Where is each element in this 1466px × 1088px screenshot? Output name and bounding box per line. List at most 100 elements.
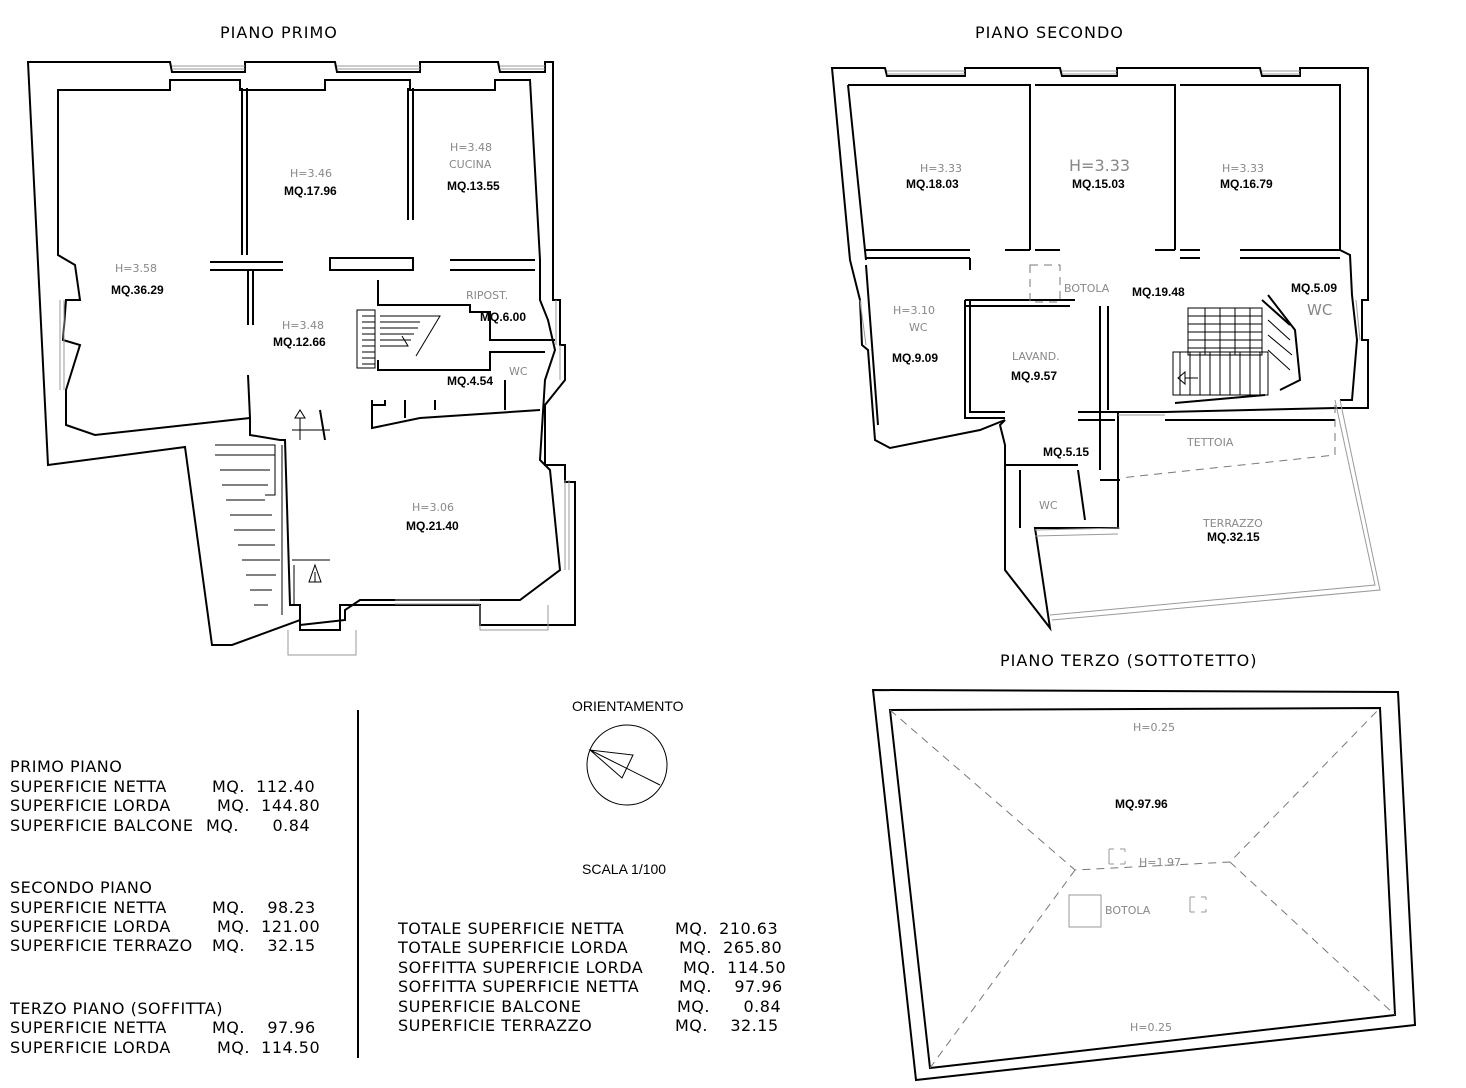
secondo-title: SECONDO PIANO [10, 878, 152, 897]
totals-table: TOTALE SUPERFICIE NETTA MQ. 210.63 TOTAL… [397, 919, 786, 1035]
terzo-title: TERZO PIANO (SOFFITTA) [9, 999, 223, 1018]
secondo-label: SUPERFICIE TERRAZO [10, 936, 193, 955]
second-floor-windows [859, 70, 1361, 416]
terzo-value: MQ. 97.96 [212, 1018, 316, 1037]
first-floor-plan: PIANO PRIMO H=3.58 MQ.36.29 H=3.46 MQ.17… [26, 23, 576, 656]
room-area: MQ.5.15 [1043, 445, 1089, 459]
second-floor-inner-wall [847, 84, 1359, 401]
room-area: MQ.21.40 [406, 519, 459, 533]
attic-ridge-height: H=1.97 [1139, 856, 1181, 869]
secondo-value: MQ. 32.15 [212, 936, 316, 955]
room-height: H=3.33 [1222, 162, 1264, 175]
attic-height-bottom: H=0.25 [1130, 1021, 1172, 1034]
room-name: CUCINA [449, 158, 492, 171]
primo-value: MQ. 112.40 [212, 777, 315, 796]
second-floor-title: PIANO SECONDO [975, 23, 1124, 42]
room-area: MQ.9.09 [892, 351, 938, 365]
room-area: MQ.16.79 [1220, 177, 1273, 191]
first-floor-room-labels: H=3.58 MQ.36.29 H=3.46 MQ.17.96 H=3.48 C… [111, 141, 528, 533]
room-height: H=3.58 [115, 262, 157, 275]
first-floor-windows [59, 65, 570, 656]
first-floor-arrow-up [294, 409, 306, 440]
room-height: H=3.06 [412, 501, 454, 514]
total-value: MQ. 32.15 [675, 1016, 779, 1035]
total-value: MQ. 265.80 [679, 938, 782, 957]
attic-roof-lines [889, 707, 1396, 1069]
room-name: WC [1039, 499, 1058, 512]
first-floor-title: PIANO PRIMO [220, 23, 338, 42]
room-area: MQ.17.96 [284, 184, 337, 198]
secondo-value: MQ. 98.23 [212, 898, 316, 917]
room-name: WC [509, 365, 528, 378]
room-area: MQ.5.09 [1291, 281, 1337, 295]
secondo-label: SUPERFICIE NETTA [10, 898, 167, 917]
room-height: H=3.33 [1069, 156, 1130, 175]
total-value: MQ. 114.50 [683, 958, 786, 977]
total-label: TOTALE SUPERFICIE LORDA [397, 938, 628, 957]
total-value: MQ. 210.63 [675, 919, 778, 938]
summary-left: PRIMO PIANO SUPERFICIE NETTA MQ. 112.40 … [9, 757, 320, 1057]
primo-title: PRIMO PIANO [10, 757, 122, 776]
room-area: MQ.18.03 [906, 177, 959, 191]
room-area: MQ.12.66 [273, 335, 326, 349]
total-value: MQ. 97.96 [679, 977, 783, 996]
second-floor-terrace-outline [1034, 399, 1381, 621]
room-name: WC [1307, 301, 1332, 319]
attic-height-top: H=0.25 [1133, 721, 1175, 734]
room-name: TETTOIA [1186, 436, 1234, 449]
room-height: H=3.48 [282, 319, 324, 332]
second-floor-room-labels: H=3.33 MQ.18.03 H=3.33 MQ.15.03 H=3.33 M… [892, 156, 1337, 544]
total-value: MQ. 0.84 [677, 997, 781, 1016]
terzo-label: SUPERFICIE LORDA [10, 1038, 171, 1057]
room-height: H=3.33 [920, 162, 962, 175]
room-height: H=3.10 [893, 304, 935, 317]
room-area: MQ.32.15 [1207, 530, 1260, 544]
scale-label: SCALA 1/100 [582, 861, 666, 877]
first-floor-outer-wall [26, 61, 576, 646]
room-name: WC [909, 321, 928, 334]
total-label: SOFFITTA SUPERFICIE LORDA [398, 958, 643, 977]
attic-markers [1108, 848, 1207, 913]
second-floor-tettoia [1029, 264, 1336, 479]
attic-area: MQ.97.96 [1115, 797, 1168, 811]
primo-value: MQ. 0.84 [206, 816, 310, 835]
room-area: MQ.9.57 [1011, 369, 1057, 383]
orientation-label: ORIENTAMENTO [572, 698, 684, 714]
primo-value: MQ. 144.80 [217, 796, 320, 815]
first-floor-stair-lower [215, 429, 330, 615]
first-floor-stair-upper [356, 309, 441, 369]
primo-label: SUPERFICIE NETTA [10, 777, 167, 796]
terzo-value: MQ. 114.50 [217, 1038, 320, 1057]
total-label: SOFFITTA SUPERFICIE NETTA [398, 977, 639, 996]
secondo-value: MQ. 121.00 [217, 917, 320, 936]
terzo-label: SUPERFICIE NETTA [10, 1018, 167, 1037]
total-label: SUPERFICIE TERRAZZO [398, 1016, 592, 1035]
second-floor-stairs [1172, 307, 1293, 396]
room-name: TERRAZZO [1202, 517, 1263, 530]
second-floor-partitions [865, 264, 1335, 528]
north-arrow-icon [586, 724, 668, 806]
room-name: LAVAND. [1012, 350, 1060, 363]
room-area: MQ.6.00 [480, 310, 526, 324]
primo-label: SUPERFICIE BALCONE [10, 816, 193, 835]
attic-outer-wall [871, 688, 1417, 1082]
secondo-label: SUPERFICIE LORDA [10, 917, 171, 936]
first-floor-partitions [210, 88, 555, 441]
room-area: MQ.4.54 [447, 374, 493, 388]
room-name: RIPOST. [466, 289, 508, 302]
total-label: TOTALE SUPERFICIE NETTA [397, 919, 624, 938]
room-height: H=3.46 [290, 167, 332, 180]
room-area: MQ.36.29 [111, 283, 164, 297]
room-area: MQ.15.03 [1072, 177, 1125, 191]
room-name: BOTOLA [1064, 282, 1110, 295]
total-label: SUPERFICIE BALCONE [398, 997, 581, 1016]
attic-hatch [1068, 894, 1102, 928]
room-area: MQ.19.48 [1132, 285, 1185, 299]
second-floor-plan: PIANO SECONDO H=3.33 MQ.18.03 H=3.33 MQ.… [830, 23, 1381, 632]
third-floor-plan: PIANO TERZO (SOTTOTETTO) H=0.25 H=0.25 H… [871, 651, 1417, 1082]
attic-inner-wall [888, 706, 1397, 1070]
room-height: H=3.48 [450, 141, 492, 154]
primo-label: SUPERFICIE LORDA [10, 796, 171, 815]
room-area: MQ.13.55 [447, 179, 500, 193]
